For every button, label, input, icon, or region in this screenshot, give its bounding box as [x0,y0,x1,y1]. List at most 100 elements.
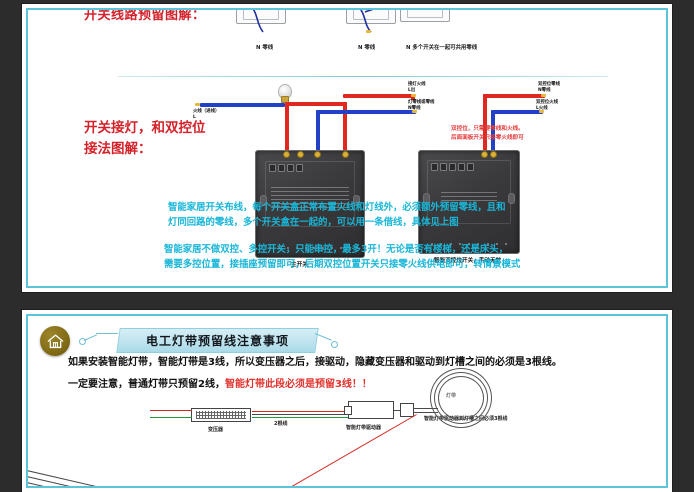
socket-box-1 [236,10,286,24]
wire-tip-blue-plate2 [539,110,544,113]
cove-line-1 [28,468,184,486]
wire-label-lamp-live-2: L出 [408,87,416,93]
socket-label-2-text: 零线 [364,45,376,51]
wire-label-neutral: 灯零线或零线 N零线 [408,100,434,111]
plate-dual-terminal-2 [490,151,497,158]
red-note-line2: 后面面板开关只接零火线即可 [451,135,524,141]
paragraph1-line1: 智能家居开关布线，每个开关盒正常布置火线和灯线外，必须额外预留零线，且和 [168,202,506,213]
wire-label-live-in-2: L [193,114,196,120]
run-red [252,411,348,412]
wire-tip-red-plate2 [541,94,546,97]
wire-red-branch-end [411,94,415,100]
wire-label-dual-neutral: 双控位零线 N零线 [538,82,560,93]
socket-wire-1 [252,10,264,33]
driver-left-connector [344,406,352,415]
paragraph2-line1: 智能家居不做双控、多控开关，只能串控，最多3开！无论是否有楼梯，还是床头， [164,244,509,255]
wire-blue-branch [316,110,416,114]
wire-label-dual-live: 双控位火线 L火线 [536,100,558,111]
wire-label-lamp-live: 接灯火线 L出 [408,82,426,93]
socket-label-1-prefix: N [256,45,261,51]
coil-label: 灯带 [446,393,457,399]
led-strip-coil-outer [430,368,492,428]
wire-label-dual-live-1: 双控位火线 [536,100,558,105]
section-title-line1: 开关接灯，和双控位 [84,120,206,136]
socket-wire-2 [359,10,374,33]
wire-label-live-in-1: 火线（进线） [193,109,220,114]
panel-switch-inner: 开关线路预留图解： N 零线 N 零线 N [26,8,668,288]
plate-main-terminal-4 [342,151,349,158]
plate-main-dots [268,246,351,249]
section-title-text: 电工灯带预留线注意事项 [145,334,289,348]
section-title-line2: 接法图解： [84,141,152,157]
plate-main-screw-right [353,195,360,206]
wire-label-lamp-live-1: 接灯火线 [408,82,426,87]
wire-red-plate2 [483,94,545,98]
plate-dual-textlines [441,191,497,208]
panel-led-strip: 电工灯带预留线注意事项 如果安装智能灯带，智能灯带是3线，所以变压器之后，接驱动… [22,310,672,492]
wire-blue-down [316,110,320,154]
plate-main-terminal-2 [297,151,304,158]
wire-label-dual-neutral-2: N零线 [538,87,551,93]
socket-box-3 [400,10,450,22]
plate-caption-main: 主开关 [291,262,308,268]
switch-plate-dual [418,150,520,254]
wire-tip-2 [422,8,427,9]
plate-main-terminal-1 [283,151,290,158]
body-line-2-plain: 一定要注意，普通灯带只预留2线， [68,379,225,390]
wire-tip-live-in [195,103,200,106]
wire-label-live-in: 火线（进线） L [193,109,219,120]
wire-label-neutral-1: 灯零线或零线 [408,100,435,105]
panel-led-strip-inner: 电工灯带预留线注意事项 如果安装智能灯带，智能灯带是3线，所以变压器之后，接驱动… [26,314,668,488]
plate-main-innerbox [264,160,356,228]
socket-label-2-prefix: N [358,45,363,51]
wire-label-neutral-2: N零线 [408,105,421,111]
switch-panel-heading: 开关线路预留图解： [84,8,206,23]
connector-out-line-1 [414,408,438,409]
ribbon-tick-left [79,338,86,345]
socket-label-3-text: 多个开关在一起可共用零线 [412,45,478,51]
section-title-badge: 电工灯带预留线注意事项 [116,328,319,353]
body-line-1: 如果安装智能灯带，智能灯带是3线，所以变压器之后，接驱动，隐藏变压器和驱动到灯槽… [68,357,562,368]
plate-main-terminal-3 [314,151,321,158]
led-strip-coil-inner [438,376,484,420]
caption-driver: 智能灯带驱动器 [346,425,382,431]
wire-label-dual-neutral-1: 双控位零线 [538,82,560,87]
wire-blue-plate2 [491,110,543,114]
driver-out-line [394,410,401,411]
run-black [252,414,348,415]
plate-main-pins [268,163,303,172]
connector-out-line-2 [414,412,438,413]
paragraph1-line2: 灯同回路的零线，多个开关盒在一起的，可以用一条借线，具体见上图 [168,217,459,228]
wire-tip-blue-branch [412,110,417,113]
wire-red-plate2-down [483,94,487,154]
run-green [252,417,348,418]
caption-transformer: 变压器 [208,427,224,433]
plate-caption-dual: 智能双控位开关，手动无效 [434,258,502,264]
driver-body [348,401,394,419]
transformer-in-green [150,417,192,418]
plate-dual-pins [431,163,474,172]
strip-connector [400,403,414,417]
wire-tip-1 [366,30,371,33]
plate-main-textlines [271,187,349,219]
plate-dual-innerbox [427,160,511,225]
socket-label-2: N 零线 [358,43,375,51]
body-line-2-highlight: 智能灯带此段必须是预留3线！！ [224,379,372,390]
ribbon-tickline-left [83,334,97,341]
socket-box-2 [346,10,396,24]
plate-main-screw-left [260,195,267,206]
plate-dual-terminal-1 [481,151,488,158]
socket-label-1: N 零线 [256,43,273,51]
panel-switch-wiring: 开关线路预留图解： N 零线 N 零线 N [22,4,672,292]
wire-blue-plate2-down [491,110,495,154]
wire-tip-red-branch [411,94,416,97]
paragraph2-line2: 需要多控位置，接插座预留即可，后期双控位置开关只接零火线供电即可，转情景模式 [164,259,521,270]
switch-plate-main [255,150,365,258]
wire-red-down-1 [285,102,289,154]
wire-red-top [285,102,347,106]
wire-label-dual-live-2: L火线 [536,105,548,111]
ribbon-tick-right [331,341,338,348]
transformer-grid [196,411,246,419]
label-2wire: 2根线 [274,421,288,427]
